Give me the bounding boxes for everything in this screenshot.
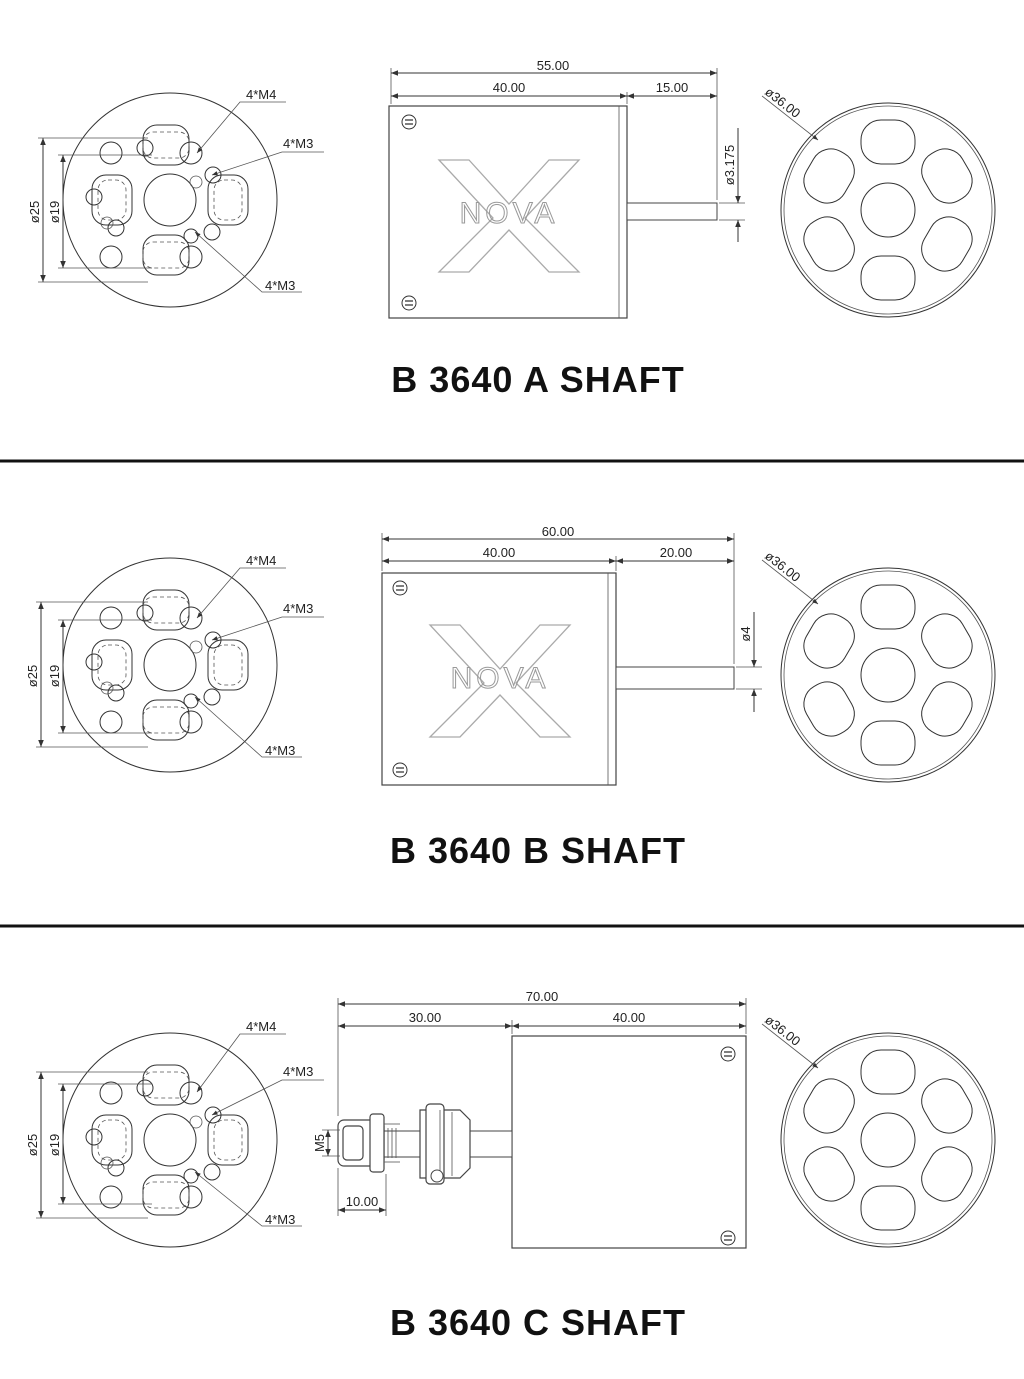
dim-shaft-c: 30.00 (409, 1010, 442, 1025)
title-a: B 3640 A SHAFT (391, 359, 684, 400)
dim-shaft-dia-a: ø3.175 (722, 145, 737, 185)
label-m3a-a: 4*M3 (283, 136, 313, 151)
svg-text:NOVA: NOVA (451, 662, 550, 695)
label-m3a-b: 4*M3 (283, 601, 313, 616)
dim-shaft-a: 15.00 (656, 80, 689, 95)
motor-body-c (511, 1035, 747, 1249)
dim-body-a: 40.00 (493, 80, 526, 95)
shaft-a (626, 202, 718, 221)
motor-body-b (381, 572, 617, 786)
title-c: B 3640 C SHAFT (390, 1302, 686, 1343)
dim-inner-c: ø19 (47, 1134, 62, 1156)
dim-rotor-c: ø36.00 (762, 1012, 803, 1049)
shaft-b (615, 666, 735, 690)
mount-face-b (62, 557, 278, 773)
dim-body-c: 40.00 (613, 1010, 646, 1025)
motor-body-a (388, 105, 628, 319)
label-m3b-a: 4*M3 (265, 278, 295, 293)
dim-shaft-b: 20.00 (660, 545, 693, 560)
dim-total-a: 55.00 (537, 58, 570, 73)
prop-adapter (419, 1103, 471, 1185)
title-b: B 3640 B SHAFT (390, 830, 686, 871)
panel-c: ø25 ø19 4*M4 4*M3 4*M3 (25, 989, 996, 1343)
mount-face-a (62, 92, 278, 308)
label-m4-b: 4*M4 (246, 553, 276, 568)
dim-shaft-dia-b: ø4 (738, 626, 753, 641)
dim-thread-c: M5 (312, 1134, 327, 1152)
svg-text:NOVA: NOVA (460, 197, 559, 230)
dim-inner-a: ø19 (47, 201, 62, 223)
label-m3a-c: 4*M3 (283, 1064, 313, 1079)
rotor-face-c (780, 1032, 996, 1248)
dim-nut-c: 10.00 (346, 1194, 379, 1209)
logo-b: NOVA (429, 624, 571, 738)
label-m4-a: 4*M4 (246, 87, 276, 102)
dim-inner-b: ø19 (47, 665, 62, 687)
label-m3b-b: 4*M3 (265, 743, 295, 758)
dim-outer-c: ø25 (25, 1134, 40, 1156)
mount-face-c (62, 1032, 278, 1248)
label-m4-c: 4*M4 (246, 1019, 276, 1034)
dim-outer-b: ø25 (25, 665, 40, 687)
rotor-face-a (780, 102, 996, 318)
label-m3b-c: 4*M3 (265, 1212, 295, 1227)
dim-rotor-b: ø36.00 (762, 548, 803, 585)
prop-nut (337, 1113, 400, 1173)
dim-body-b: 40.00 (483, 545, 516, 560)
logo-a: NOVA (438, 159, 580, 273)
panel-a: ø25 ø19 4*M4 4*M3 4*M3 NOVA 55.00 40.00 … (27, 58, 996, 400)
panel-b: ø25 ø19 4*M4 4*M3 4*M3 NOVA 60.00 40.00 … (25, 524, 996, 871)
dim-total-c: 70.00 (526, 989, 559, 1004)
dim-rotor-a: ø36.00 (762, 84, 803, 121)
dim-outer-a: ø25 (27, 201, 42, 223)
dim-total-b: 60.00 (542, 524, 575, 539)
